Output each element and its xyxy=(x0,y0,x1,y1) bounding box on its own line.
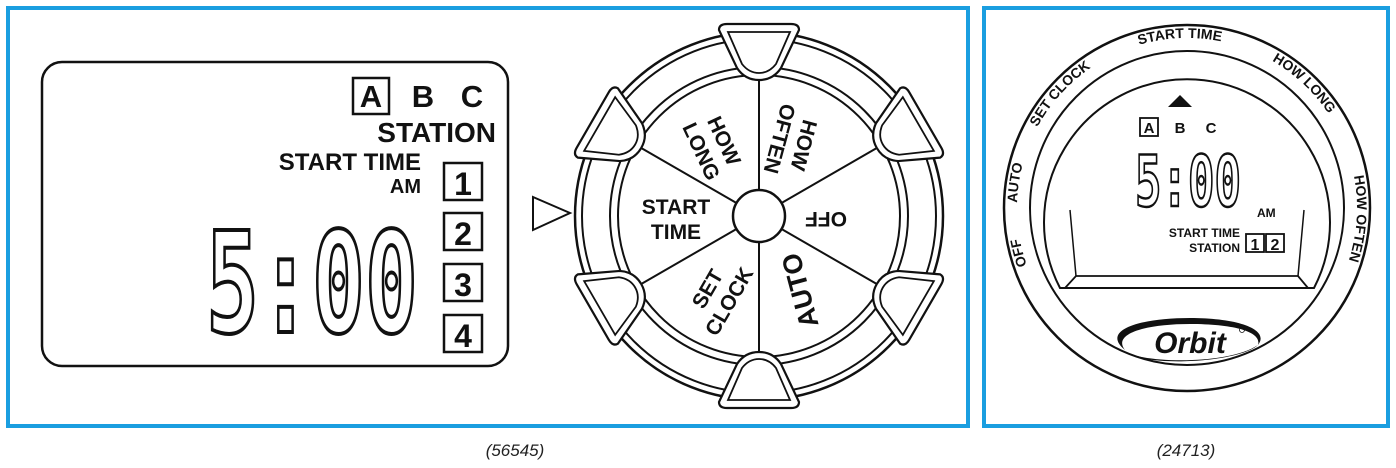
dial-grip-knob[interactable] xyxy=(573,249,661,346)
program-a: A xyxy=(360,79,382,114)
lcd-frame xyxy=(40,60,510,368)
program-selected-box xyxy=(1139,117,1159,137)
left-panel-frame xyxy=(6,6,970,428)
program-selected-box xyxy=(351,76,391,116)
dial-grip-knob[interactable] xyxy=(717,350,801,410)
station-3: 3 xyxy=(454,267,472,303)
screen-outline xyxy=(1043,78,1331,289)
station-label: STATION xyxy=(377,117,496,148)
station-1: 1 xyxy=(1251,237,1260,254)
program-b: B xyxy=(1175,120,1186,137)
start-time-label: START TIME xyxy=(279,149,421,176)
station-4: 4 xyxy=(454,318,472,354)
triangle-pointer-icon xyxy=(532,195,573,232)
dial-grip-knob[interactable] xyxy=(573,85,661,182)
lcd-display-56545: A B C STATION START TIME AM 5:00 1 2 3 4 xyxy=(40,60,510,368)
dial-grip-knob[interactable] xyxy=(857,249,945,346)
dial-divider xyxy=(781,144,882,204)
program-b: B xyxy=(412,79,434,114)
time-readout: 5:00 xyxy=(206,203,418,366)
station-indicators: 1 2 3 4 xyxy=(442,161,484,354)
right-panel-frame xyxy=(982,6,1390,428)
dial-divider xyxy=(781,228,882,288)
dial-hub xyxy=(731,188,787,244)
dial-divider xyxy=(636,144,737,204)
svg-text:START: START xyxy=(642,196,711,219)
caption-24713: (24713) xyxy=(1157,441,1216,460)
time-readout: 5:00 xyxy=(1135,141,1241,223)
ring-label: OFF xyxy=(1007,237,1030,269)
dial-label-off: OFF xyxy=(805,207,847,230)
am-indicator: AM xyxy=(1257,206,1276,220)
program-c: C xyxy=(461,79,483,114)
am-indicator: AM xyxy=(390,176,421,198)
dial-grip-knob[interactable] xyxy=(717,22,801,82)
dial-grip-knob[interactable] xyxy=(857,85,945,182)
station-2: 2 xyxy=(1271,237,1280,254)
dial-divider xyxy=(636,228,737,288)
caption-56545: (56545) xyxy=(486,441,545,460)
start-time-label: START TIME xyxy=(1169,226,1240,240)
program-c: C xyxy=(1206,120,1217,137)
orbit-logo: Orbit xyxy=(1117,318,1261,362)
station-label: STATION xyxy=(1189,241,1240,255)
program-a: A xyxy=(1144,120,1155,137)
station-2: 2 xyxy=(454,216,472,252)
svg-text:Orbit: Orbit xyxy=(1154,327,1228,360)
pointer-triangle-icon xyxy=(1168,95,1192,107)
station-1: 1 xyxy=(454,166,472,202)
ring-label: AUTO xyxy=(1004,161,1026,203)
mode-dial[interactable]: START TIME HOW LONG HOW OFTEN OFF SET CL… xyxy=(573,22,946,410)
dial-label-start-time: START TIME xyxy=(642,196,711,244)
svg-text:TIME: TIME xyxy=(651,221,701,244)
